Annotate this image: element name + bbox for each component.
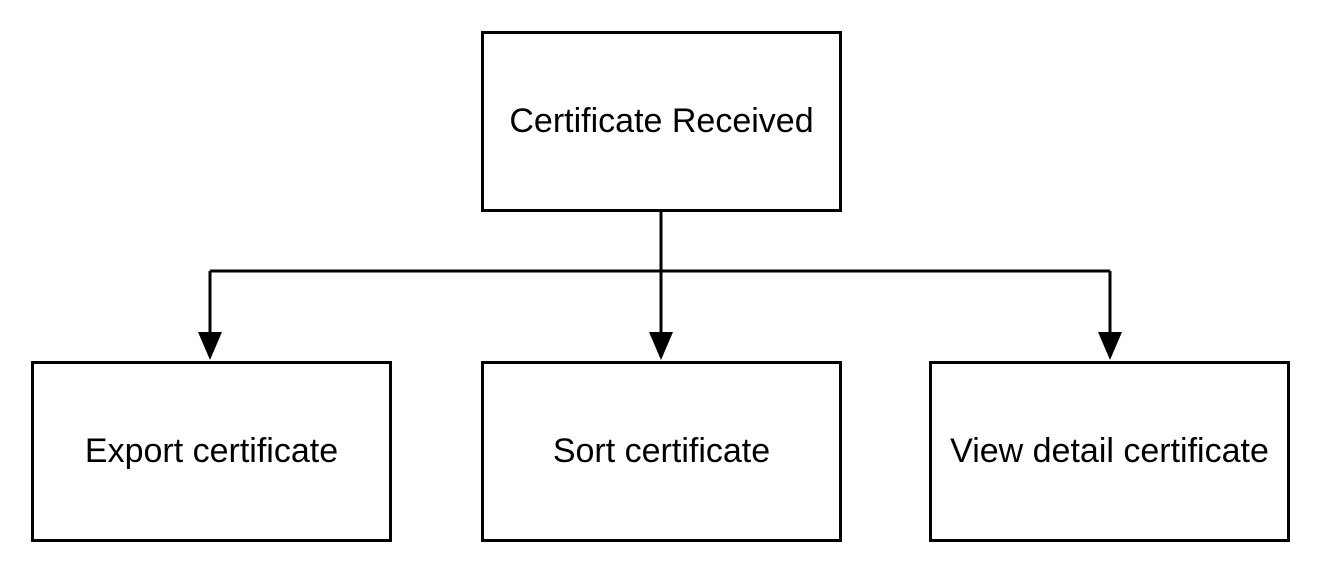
arrowhead-export [198, 332, 222, 360]
node-export-certificate[interactable]: Export certificate [31, 361, 392, 542]
node-certificate-received[interactable]: Certificate Received [481, 31, 842, 212]
node-label: Export certificate [84, 432, 339, 470]
node-view-detail-certificate[interactable]: View detail certificate [929, 361, 1290, 542]
arrowhead-sort [649, 332, 673, 360]
arrowhead-view [1098, 332, 1122, 360]
node-label: Certificate Received [509, 102, 814, 140]
node-label: Sort certificate [552, 432, 771, 470]
node-label: View detail certificate [950, 432, 1269, 470]
node-sort-certificate[interactable]: Sort certificate [481, 361, 842, 542]
